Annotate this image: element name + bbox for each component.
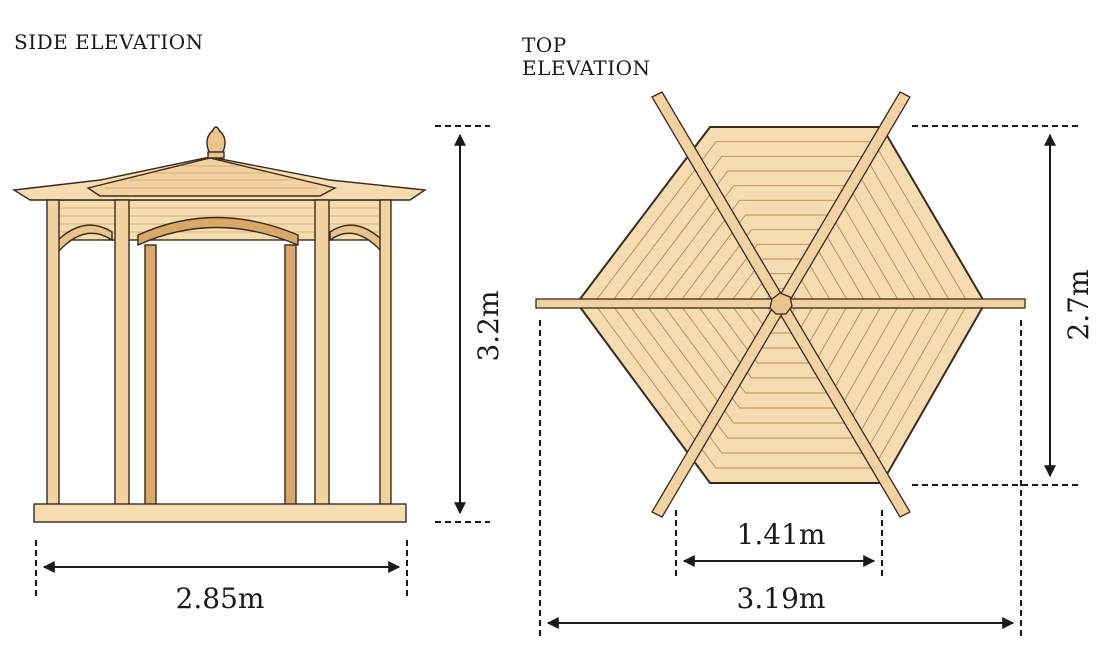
post-5	[314, 199, 330, 506]
base	[33, 503, 407, 523]
top-side-dimension: 1.41m	[675, 510, 883, 580]
top-side-label: 1.41m	[737, 518, 826, 551]
center-arch	[137, 216, 299, 247]
post-4	[284, 244, 297, 506]
side-width-label: 2.85m	[176, 582, 265, 615]
top-width-label: 3.19m	[737, 582, 826, 615]
post-6	[379, 199, 392, 506]
roof-gable	[86, 157, 337, 197]
side-height-label: 3.2m	[472, 290, 505, 361]
left-arch	[57, 224, 113, 254]
top-elevation-title-line1: TOP	[522, 33, 567, 57]
side-elevation-title: SIDE ELEVATION	[14, 30, 204, 54]
roof-lines	[105, 165, 318, 189]
post-3	[144, 244, 157, 506]
top-depth-dimension: 2.7m	[912, 125, 1095, 486]
side-elevation-drawing	[11, 126, 428, 523]
top-elevation-title-line2: ELEVATION	[522, 56, 651, 80]
roof-hub	[769, 292, 793, 315]
side-width-dimension: 2.85m	[35, 540, 408, 615]
top-elevation-drawing	[535, 91, 1026, 518]
post-2	[114, 199, 130, 506]
top-width-dimension: 3.19m	[539, 320, 1022, 640]
finial-tip	[211, 126, 221, 133]
top-depth-label: 2.7m	[1062, 269, 1095, 340]
finial-base	[207, 151, 225, 159]
post-1	[46, 199, 60, 506]
side-height-dimension: 3.2m	[435, 125, 505, 523]
